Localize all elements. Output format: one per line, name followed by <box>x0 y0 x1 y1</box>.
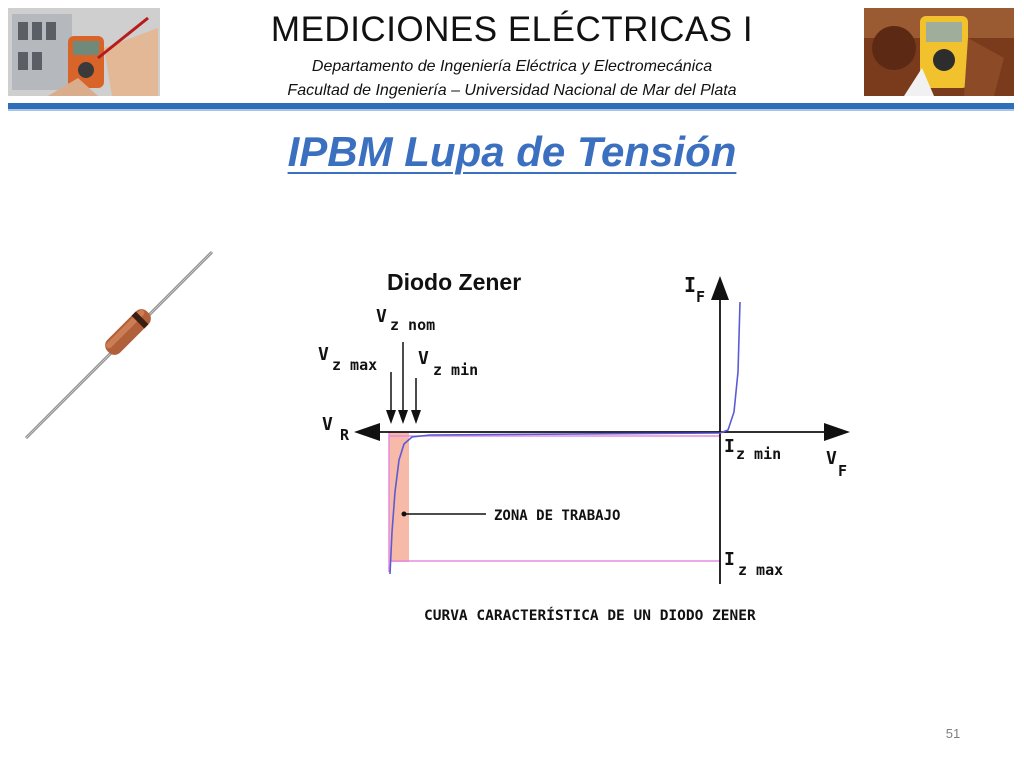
iz-min-subscript: z min <box>736 445 781 463</box>
vr-label: V <box>322 414 333 435</box>
iz-min-label: I <box>724 436 735 457</box>
header-divider-light <box>8 109 1014 111</box>
vr-arrow-icon <box>354 423 380 441</box>
vr-subscript: R <box>340 426 350 444</box>
vz-max-label: V <box>318 344 329 365</box>
department-subtitle: Departamento de Ingeniería Eléctrica y E… <box>311 58 713 75</box>
vf-arrow-icon <box>824 423 850 441</box>
header-divider <box>8 103 1014 109</box>
vz-max-arrowhead-icon <box>386 410 396 424</box>
iz-max-subscript: z max <box>738 561 783 579</box>
multimeter-photo-right <box>864 8 1014 96</box>
zener-diode-photo <box>22 248 218 444</box>
vz-min-arrowhead-icon <box>411 410 421 424</box>
vz-min-label: V <box>418 348 429 369</box>
zener-characteristic-curve <box>389 301 741 575</box>
vz-nom-subscript: z nom <box>390 316 435 334</box>
slide-title: IPBM Lupa de Tensión <box>287 128 737 175</box>
page-number: 51 <box>945 726 961 741</box>
if-arrow-icon <box>711 276 729 300</box>
multimeter-photo-left <box>8 8 160 96</box>
vz-nom-label: V <box>376 306 387 327</box>
diagram-title: Diodo Zener <box>387 269 521 295</box>
vf-label: V <box>826 448 837 469</box>
vz-nom-arrowhead-icon <box>398 410 408 424</box>
work-zone-band <box>389 432 409 562</box>
vz-max-subscript: z max <box>332 356 377 374</box>
faculty-subtitle: Facultad de Ingeniería – Universidad Nac… <box>287 82 737 99</box>
course-title: MEDICIONES ELÉCTRICAS I <box>270 10 754 49</box>
zener-characteristic-diagram: Diodo Zener I F V R V F V z nom V z max … <box>318 269 850 624</box>
if-label: I <box>684 273 696 297</box>
iz-max-label: I <box>724 549 735 570</box>
work-zone-label: ZONA DE TRABAJO <box>494 508 620 524</box>
diagram-caption: CURVA CARACTERÍSTICA DE UN DIODO ZENER <box>424 607 756 624</box>
if-subscript: F <box>696 288 705 306</box>
vf-subscript: F <box>838 462 847 480</box>
vz-min-subscript: z min <box>433 361 478 379</box>
